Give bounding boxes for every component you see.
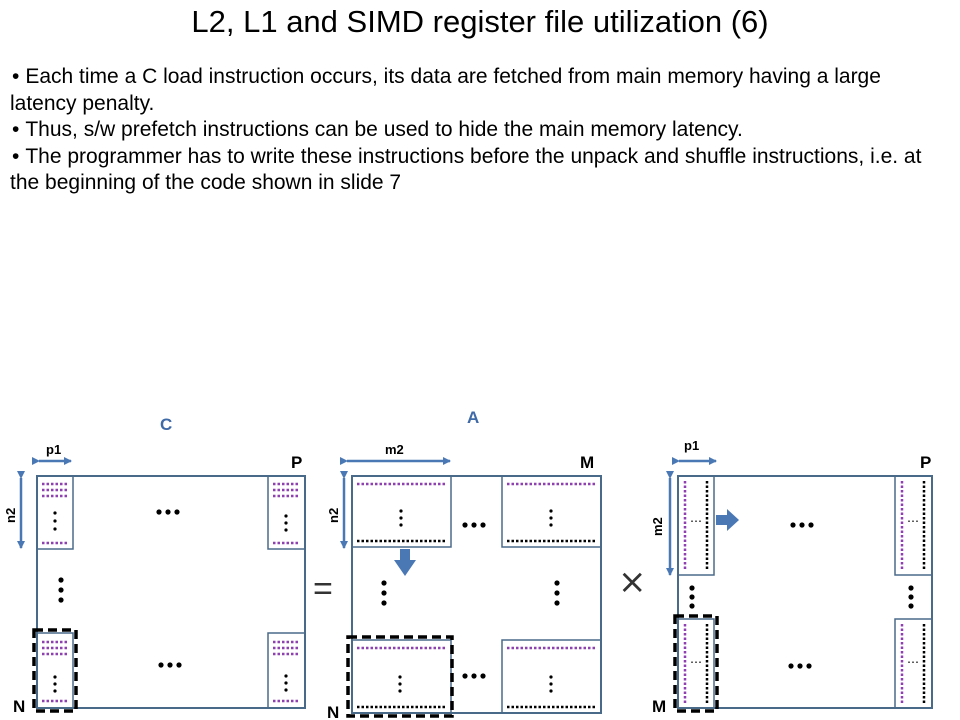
bullet-icon: • [12,118,20,141]
m-label: M [580,453,594,472]
p-label: P [291,453,302,472]
p1-label: p1 [684,438,699,453]
ellipsis-text: … [907,652,919,666]
c-dashed-highlight [32,628,78,713]
n-label: N [327,703,339,720]
matrix-c: C p1 n2 P N [3,415,306,716]
right-arrow-icon [716,509,739,531]
ellipsis-text: … [907,511,919,525]
matrix-c-name: C [160,415,172,434]
slide-title: L2, L1 and SIMD register file utilizatio… [191,4,769,39]
matrix-b: p1 m2 P M … … … [650,438,933,716]
matrix-a: A m2 n2 M N [326,408,602,720]
a-block-top-left [351,475,452,548]
c-block-top-right [267,475,306,550]
n-label: N [13,697,25,716]
bullet-item: •Thus, s/w prefetch instructions can be … [10,117,946,144]
matrix-c-outline [36,475,306,709]
b-ellipsis-dots [689,522,914,669]
matrix-a-outline [351,475,602,714]
matrix-b-outline [677,475,933,709]
times-sign: × [618,562,647,602]
c-block-bottom-left-highlighted [32,628,78,713]
bullet-item: •The programmer has to write these instr… [10,144,946,197]
a-dashed-highlight [346,635,454,718]
bullet-text: Each time a C load instruction occurs, i… [10,65,881,115]
a-block-bottom-left-highlighted [346,635,454,718]
a-ellipsis-dots [381,522,560,679]
m2-label: m2 [385,442,404,457]
c-block-top-left [36,475,74,550]
down-arrow-icon [394,549,416,576]
bullet-item: •Each time a C load instruction occurs, … [10,64,946,117]
bullet-list: •Each time a C load instruction occurs, … [10,64,946,197]
bullet-icon: • [12,144,20,168]
p-label: P [920,453,931,472]
matrix-a-name: A [467,408,479,427]
c-block-bottom-right [267,632,306,709]
m2-label: m2 [650,517,665,536]
a-block-bottom-right [501,639,602,714]
b-block-top-right: … [894,475,933,576]
b-block-top-left: … [677,475,715,576]
n2-label: n2 [326,508,341,523]
equals-sign: = [313,570,333,608]
p1-label: p1 [46,442,61,457]
n2-label: n2 [3,508,18,523]
b-dashed-highlight [673,614,719,713]
bullet-text: Thus, s/w prefetch instructions can be u… [25,118,743,141]
a-block-top-right [501,475,602,548]
bullet-icon: • [12,65,20,88]
b-block-bottom-right: … [894,618,933,709]
ellipsis-text: … [690,511,702,525]
bullet-text: The programmer has to write these instru… [10,144,922,195]
b-block-bottom-left-highlighted: … [673,614,719,713]
ellipsis-text: … [690,652,702,666]
c-ellipsis-dots [58,509,182,668]
m-label: M [652,697,666,716]
